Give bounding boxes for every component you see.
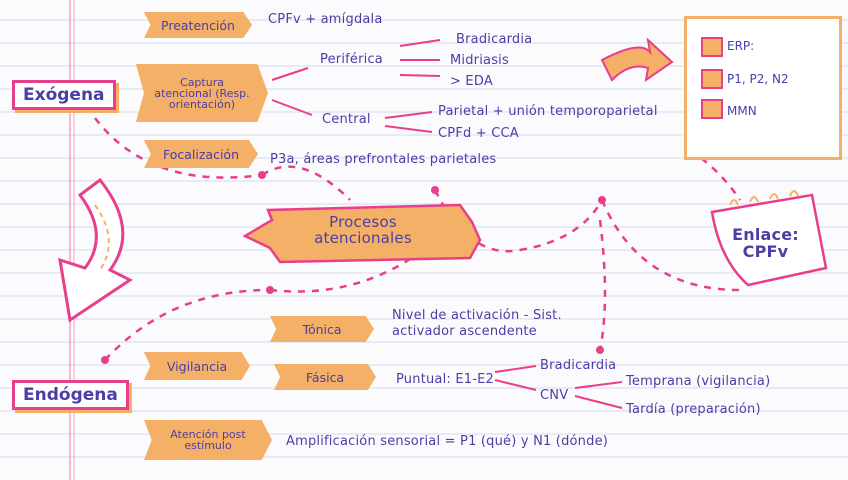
ribbon-post: Atención post estímulo — [144, 420, 272, 460]
preatencion-label: Preatención — [161, 17, 235, 33]
exo-connector — [94, 117, 263, 179]
central-label: Central — [322, 112, 371, 127]
cnv-label: CNV — [540, 388, 569, 403]
focalizacion-desc: P3a, áreas prefrontales parietales — [270, 152, 497, 167]
post-label: Atención post estímulo — [170, 428, 246, 452]
ribbon-fasica: Fásica — [274, 364, 376, 390]
parietal-label: Parietal + unión temporoparietal — [438, 104, 658, 119]
tardia-label: Tardía (preparación) — [626, 402, 761, 417]
checkbox-icon — [701, 37, 723, 57]
post-desc: Amplificación sensorial = P1 (qué) y N1 … — [286, 434, 609, 449]
puntual-label: Puntual: E1-E2 — [396, 372, 494, 387]
preatencion-desc: CPFv + amígdala — [268, 12, 383, 27]
note-arrow-icon — [600, 37, 674, 83]
checkbox-icon — [701, 69, 723, 89]
banner-shape — [242, 203, 482, 264]
captura-label: Captura atencional (Resp. orientación) — [154, 75, 250, 111]
central-title: Procesos atencionales — [314, 213, 412, 247]
curved-arrow-icon — [58, 177, 133, 323]
note-item-1: ERP: — [727, 39, 755, 53]
ribbon-vigilancia: Vigilancia — [144, 352, 250, 380]
note-item-3: MMN — [727, 104, 757, 118]
enlace-label: Enlace: CPFv — [732, 225, 799, 261]
ribbon-preatencion: Preatención — [144, 12, 252, 38]
focalizacion-label: Focalización — [162, 146, 239, 162]
endogena-label: Endógena — [12, 380, 129, 410]
vigilancia-label: Vigilancia — [166, 358, 228, 374]
calendar-icon — [710, 193, 828, 287]
cpfd-label: CPFd + CCA — [438, 126, 519, 141]
periferica-label: Periférica — [320, 52, 383, 67]
tonica-label: Tónica — [302, 321, 342, 337]
bradicardia-label: Bradicardia — [456, 32, 533, 47]
exogena-label: Exógena — [12, 80, 116, 110]
note-item-2: P1, P2, N2 — [727, 72, 789, 86]
eda-label: > EDA — [450, 74, 493, 89]
ribbon-focalizacion: Focalización — [144, 140, 258, 168]
ribbon-tonica: Tónica — [270, 316, 374, 342]
temprana-label: Temprana (vigilancia) — [626, 374, 771, 389]
bradicardia-endo-label: Bradicardia — [540, 358, 617, 373]
erp-note-card: ERP: P1, P2, N2 MMN — [684, 16, 842, 160]
tonica-desc-1: Nivel de activación - Sist. — [392, 308, 562, 323]
fasica-label: Fásica — [305, 369, 345, 385]
midriasis-label: Midriasis — [450, 53, 509, 68]
tonica-desc-2: activador ascendente — [392, 324, 537, 339]
ribbon-captura: Captura atencional (Resp. orientación) — [136, 64, 268, 122]
checkbox-icon — [701, 99, 723, 119]
